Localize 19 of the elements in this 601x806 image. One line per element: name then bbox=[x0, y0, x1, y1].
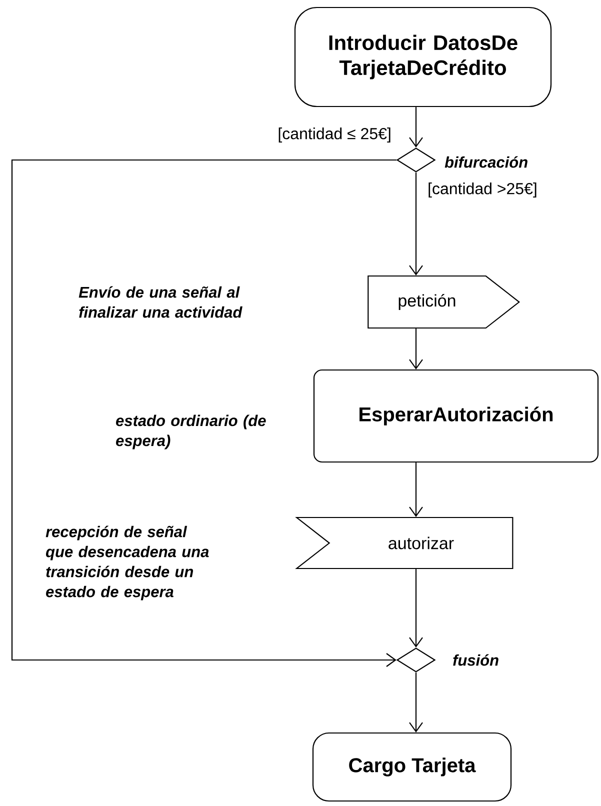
annotation-text: recepción de señal que desencadena una transición desde un estado de espera bbox=[46, 526, 209, 600]
annotation-text: Envío de una señal al finalizar una actividad bbox=[78, 286, 242, 318]
arrow bbox=[409, 172, 423, 276]
arrow bbox=[409, 672, 423, 732]
send-signal-box: petición bbox=[368, 275, 520, 329]
arrow bbox=[409, 328, 423, 370]
annotation-text: fusión bbox=[453, 654, 498, 666]
edge-label: [cantidad >25€] bbox=[426, 182, 538, 198]
state-box: EsperarAutorización bbox=[313, 369, 599, 463]
arrow bbox=[409, 569, 423, 648]
annotation-text: estado ordinario (de espera) bbox=[116, 414, 266, 450]
annotation-text: bifurcación bbox=[444, 156, 528, 168]
action-box: Cargo Tarjeta bbox=[312, 732, 512, 802]
edge-label: [cantidad ≤ 25€] bbox=[276, 126, 392, 144]
receive-signal-box: autorizar bbox=[295, 516, 514, 570]
arrow bbox=[11, 159, 396, 667]
arrow bbox=[409, 107, 423, 148]
action-box: Introducir DatosDe TarjetaDeCrédito bbox=[294, 6, 552, 108]
arrow bbox=[409, 462, 423, 517]
